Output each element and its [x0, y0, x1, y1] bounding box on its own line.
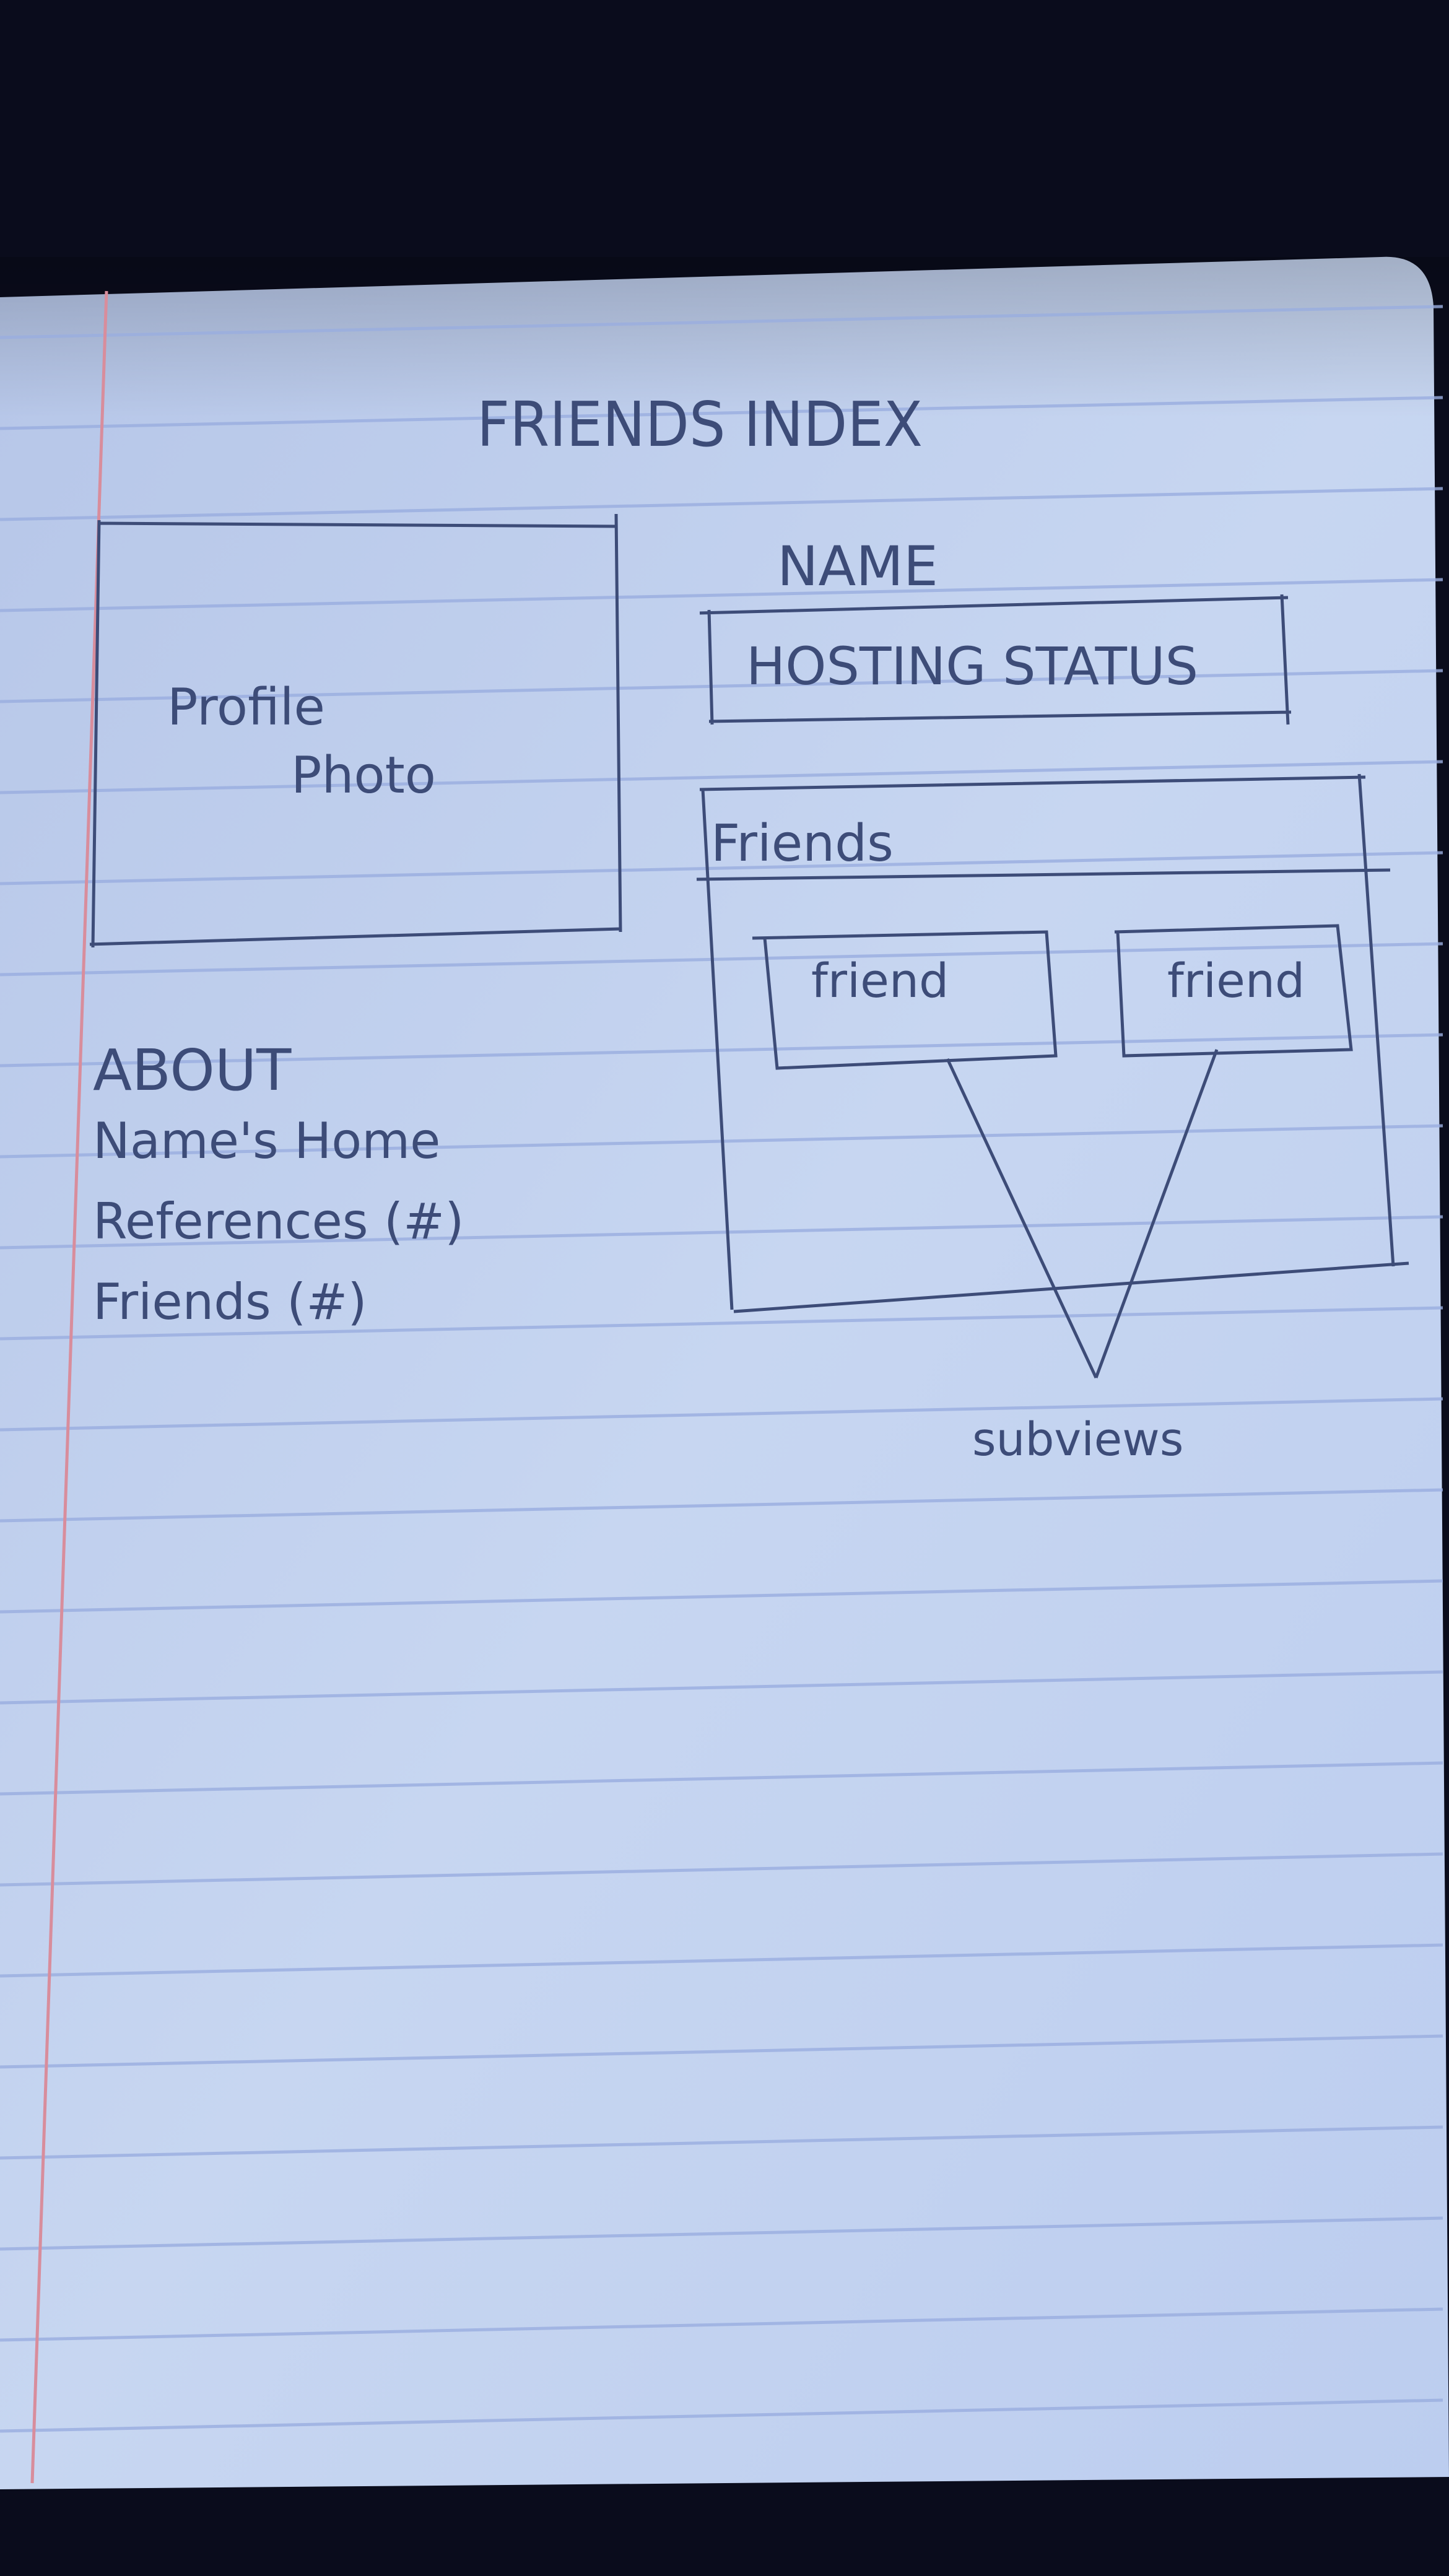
ruled-line: [0, 1761, 1443, 1796]
about-section: ABOUT Name's Home References (#) Friends…: [93, 1037, 464, 1331]
ruled-line: [0, 1943, 1443, 1978]
friends-panel: Friends friend friend: [696, 773, 1409, 1313]
ruled-line: [0, 1306, 1443, 1341]
ruled-line: [0, 1579, 1443, 1614]
ruled-line: [0, 487, 1443, 521]
page-title: FRIENDS INDEX: [477, 388, 923, 461]
friend-card: friend: [1114, 924, 1353, 1058]
name-label: NAME: [777, 534, 938, 598]
hosting-status-outline: [699, 594, 1292, 725]
ruled-line: [0, 851, 1443, 886]
profile-photo-label-line2: Photo: [291, 746, 436, 805]
ruled-line: [0, 1397, 1443, 1432]
ruled-line: [0, 2216, 1443, 2251]
ruled-line: [0, 2034, 1443, 2069]
subviews-label: subviews: [972, 1413, 1183, 1466]
about-item-references: References (#): [93, 1193, 464, 1250]
ruled-line: [0, 305, 1443, 339]
about-heading: ABOUT: [93, 1037, 292, 1103]
subviews-pointer-lines: [946, 1049, 1219, 1379]
ruled-line: [0, 2125, 1443, 2160]
ruled-line: [0, 669, 1443, 703]
friend-card-label: friend: [811, 953, 949, 1008]
hosting-status-label: HOSTING STATUS: [746, 636, 1198, 697]
ruled-line: [0, 1488, 1443, 1523]
friends-panel-heading: Friends: [711, 814, 894, 873]
hosting-status-box: HOSTING STATUS: [699, 594, 1292, 725]
ruled-line: [0, 1670, 1443, 1705]
friends-panel-divider: [696, 868, 1391, 881]
ruled-line: [0, 396, 1443, 430]
margin-line: [30, 290, 108, 2484]
ruled-line: [0, 2398, 1443, 2433]
profile-photo-outline: [89, 513, 622, 948]
profile-photo-box: Profile Photo: [89, 513, 622, 948]
friend-card-outline: [1114, 924, 1353, 1058]
ruled-line: [0, 942, 1443, 977]
notebook-page: [0, 256, 1449, 2490]
profile-photo-label-line1: Profile: [167, 678, 325, 737]
ruled-line: [0, 1852, 1443, 1887]
ruled-lines: [0, 305, 1443, 2433]
friend-card-outline: [752, 930, 1058, 1070]
about-item-home: Name's Home: [93, 1112, 440, 1170]
about-item-friends: Friends (#): [93, 1273, 367, 1331]
friend-card-label: friend: [1167, 953, 1305, 1008]
ruled-line: [0, 760, 1443, 794]
friend-card: friend: [752, 930, 1058, 1070]
ruled-line: [0, 1033, 1443, 1068]
page-top-shadow: [0, 257, 1449, 418]
ruled-line: [0, 578, 1443, 612]
ruled-line: [0, 1215, 1443, 1250]
ruled-line: [0, 2307, 1443, 2342]
friends-panel-outline: [699, 773, 1409, 1313]
